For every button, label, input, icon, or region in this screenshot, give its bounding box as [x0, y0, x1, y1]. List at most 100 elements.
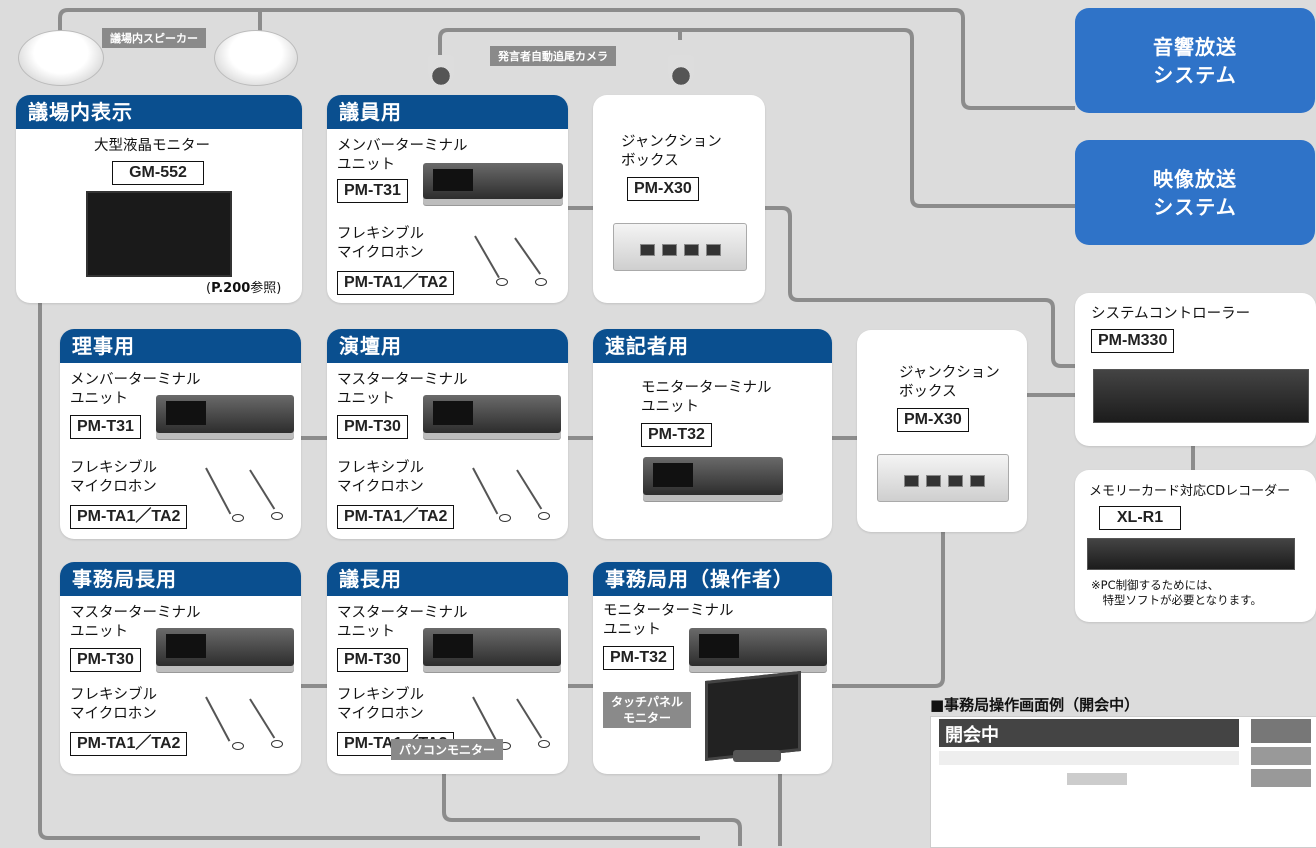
- mic-stem: [205, 467, 232, 515]
- unit-name: モニターターミナル ユニット: [603, 603, 734, 638]
- mic-model: PM-TA1／TA2: [70, 732, 188, 756]
- card-title: 事務局長用: [60, 562, 301, 596]
- unit-model: PM-T30: [337, 415, 408, 439]
- recorder-rack-image: [1087, 538, 1295, 570]
- jb-name: ジャンクション ボックス: [621, 134, 722, 169]
- mic-icon: [271, 740, 283, 748]
- terminal-unit-image: [156, 628, 294, 666]
- recorder-name: メモリーカード対応CDレコーダー: [1089, 484, 1291, 499]
- jb-name: ジャンクション ボックス: [899, 365, 1000, 400]
- junction-box-image: [877, 454, 1009, 502]
- card-operator: 事務局用（操作者） モニターターミナル ユニット PM-T32 タッチパネル モ…: [593, 562, 832, 774]
- card-title: 事務局用（操作者）: [593, 562, 832, 596]
- mic-name: フレキシブル マイクロホン: [337, 226, 424, 261]
- unit-model: PM-T30: [70, 648, 141, 672]
- unit-name: メンバーターミナル ユニット: [70, 372, 201, 407]
- card-title: 演壇用: [327, 329, 568, 363]
- unit-model: PM-T32: [641, 423, 712, 447]
- line-jb1-controller: [765, 206, 1075, 368]
- card-giin: 議員用 メンバーターミナル ユニット PM-T31 フレキシブル マイクロホン …: [327, 95, 568, 303]
- card-title: 議場内表示: [16, 95, 302, 129]
- mic-stem: [472, 696, 498, 742]
- terminal-unit-image: [156, 395, 294, 433]
- tracking-camera-left-icon: [428, 55, 454, 85]
- lcd-monitor-image: [86, 191, 232, 277]
- unit-model: PM-T32: [603, 646, 674, 670]
- mic-icon: [499, 514, 511, 522]
- line-speaker-audio: [58, 8, 1075, 110]
- card-title: 議員用: [327, 95, 568, 129]
- mic-icon: [232, 742, 244, 750]
- mic-name: フレキシブル マイクロホン: [337, 687, 424, 722]
- meeting-status: 開会中: [945, 725, 999, 746]
- video-system-box: 映像放送 システム: [1075, 140, 1315, 245]
- mic-icon: [538, 512, 550, 520]
- tracking-camera-right-icon: [668, 55, 694, 85]
- ref-prefix: (: [206, 281, 212, 296]
- screen-seat-grid: [1067, 773, 1127, 785]
- unit-model: PM-T31: [337, 179, 408, 203]
- mic-stem: [516, 698, 543, 739]
- screen-side-button: [1251, 719, 1311, 743]
- unit-name: メンバーターミナル ユニット: [337, 138, 468, 173]
- ref-suffix: 参照): [250, 281, 282, 296]
- mic-name: フレキシブル マイクロホン: [70, 460, 157, 495]
- jb-model: PM-X30: [897, 408, 969, 432]
- ceiling-speaker-left: [18, 30, 104, 86]
- mic-icon: [496, 278, 508, 286]
- camera-tag: 発言者自動追尾カメラ: [490, 46, 616, 66]
- page-reference: (P.200参照): [206, 279, 281, 298]
- ceiling-speaker-right: [214, 30, 298, 86]
- junction-box-image: [613, 223, 747, 271]
- unit-name: マスターターミナル ユニット: [337, 372, 468, 407]
- mic-name: フレキシブル マイクロホン: [337, 460, 424, 495]
- recorder-model: XL-R1: [1099, 506, 1181, 530]
- screen-side-button: [1251, 769, 1311, 787]
- card-junction-box-2: ジャンクション ボックス PM-X30: [857, 330, 1027, 532]
- line-left-main: [38, 302, 700, 840]
- mic-name: フレキシブル マイクロホン: [70, 687, 157, 722]
- card-jimukyokucho: 事務局長用 マスターターミナル ユニット PM-T30 フレキシブル マイクロホ…: [60, 562, 301, 774]
- mic-stem: [472, 467, 499, 515]
- mic-stem: [205, 696, 231, 742]
- mic-icon: [538, 740, 550, 748]
- speaker-tag: 議場内スピーカー: [102, 28, 206, 48]
- mic-stem: [514, 237, 542, 275]
- controller-model: PM-M330: [1091, 329, 1175, 353]
- card-sokki: 速記者用 モニターターミナル ユニット PM-T32: [593, 329, 832, 539]
- mic-model: PM-TA1／TA2: [70, 505, 188, 529]
- line-operator-jb2: [832, 532, 945, 688]
- mic-stem: [249, 469, 276, 510]
- audio-system-box: 音響放送 システム: [1075, 8, 1315, 113]
- monitor-stand: [733, 750, 781, 762]
- screen-info-row: [939, 751, 1239, 765]
- controller-name: システムコントローラー: [1091, 306, 1251, 322]
- unit-model: PM-T30: [337, 648, 408, 672]
- line-gicho-bottom: [442, 774, 742, 846]
- unit-name: モニターターミナル ユニット: [641, 380, 772, 415]
- mic-icon: [535, 278, 547, 286]
- card-cd-recorder: メモリーカード対応CDレコーダー XL-R1 ※PC制御するためには、 特型ソフ…: [1075, 470, 1316, 622]
- card-title: 速記者用: [593, 329, 832, 363]
- card-title: 議長用: [327, 562, 568, 596]
- mic-stem: [474, 235, 500, 279]
- card-system-controller: システムコントローラー PM-M330: [1075, 293, 1316, 446]
- mic-model: PM-TA1／TA2: [337, 505, 455, 529]
- unit-name: マスターターミナル ユニット: [337, 605, 468, 640]
- screen-header: [939, 719, 1239, 747]
- mic-icon: [232, 514, 244, 522]
- ref-page: P.200: [211, 281, 251, 296]
- unit-name: マスターターミナル ユニット: [70, 605, 201, 640]
- recorder-note: ※PC制御するためには、 特型ソフトが必要となります。: [1091, 578, 1263, 607]
- card-endan: 演壇用 マスターターミナル ユニット PM-T30 フレキシブル マイクロホン …: [327, 329, 568, 539]
- card-title: 理事用: [60, 329, 301, 363]
- line-camera-video: [438, 28, 1075, 208]
- touch-panel-tag: タッチパネル モニター: [603, 692, 692, 728]
- terminal-unit-image: [689, 628, 827, 666]
- card-rijiyo: 理事用 メンバーターミナル ユニット PM-T31 フレキシブル マイクロホン …: [60, 329, 301, 539]
- terminal-unit-image: [643, 457, 783, 495]
- mic-stem: [249, 698, 276, 739]
- terminal-unit-image: [423, 163, 563, 199]
- operation-screen-example: 開会中: [930, 716, 1316, 848]
